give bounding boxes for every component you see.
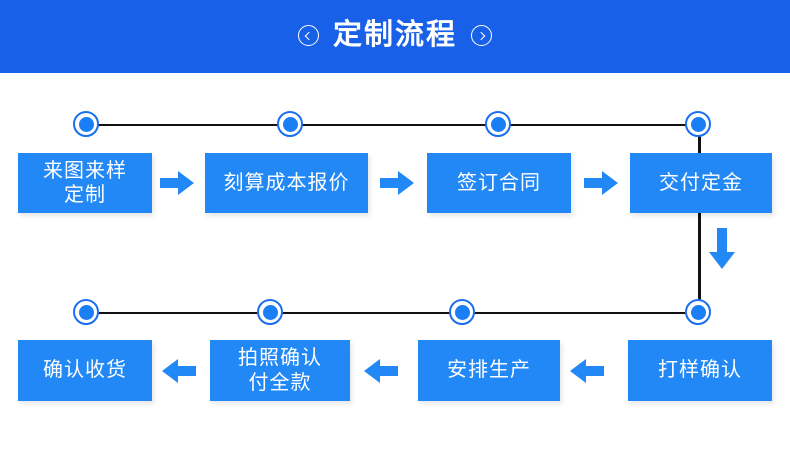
page-header: 定制流程: [0, 0, 790, 73]
arrow-right-icon-1: [160, 168, 194, 198]
step-box-8[interactable]: 确认收货: [18, 340, 152, 401]
step-box-7[interactable]: 拍照确认 付全款: [210, 340, 350, 401]
node-dot-5: [685, 299, 711, 325]
arrow-right-icon-2: [380, 168, 414, 198]
node-dot-4: [685, 111, 711, 137]
step-box-2[interactable]: 刻算成本报价: [205, 153, 368, 213]
page-title: 定制流程: [332, 19, 457, 51]
step-box-4[interactable]: 交付定金: [630, 153, 772, 213]
node-dot-1: [73, 111, 99, 137]
node-dot-7: [257, 299, 283, 325]
step-box-1[interactable]: 来图来样 定制: [18, 153, 152, 213]
step-box-6[interactable]: 安排生产: [418, 340, 560, 401]
node-dot-2: [277, 111, 303, 137]
row2-rail: [86, 312, 700, 314]
circled-chevron-left-icon: [297, 25, 319, 46]
node-dot-6: [449, 299, 475, 325]
arrow-down-icon: [708, 228, 736, 270]
row-link-rail: [698, 124, 701, 312]
arrow-left-icon-2: [364, 356, 398, 386]
arrow-left-icon-1: [570, 356, 604, 386]
header-inner: 定制流程: [297, 19, 492, 51]
step-box-5[interactable]: 打样确认: [628, 340, 772, 401]
step-box-3[interactable]: 签订合同: [427, 153, 571, 213]
row1-rail: [86, 124, 700, 126]
flow-diagram: 来图来样 定制 刻算成本报价 签订合同 交付定金 打样确认: [0, 73, 790, 472]
circled-chevron-right-icon: [471, 25, 492, 46]
arrow-right-icon-3: [584, 168, 618, 198]
node-dot-3: [485, 111, 511, 137]
node-dot-8: [73, 299, 99, 325]
arrow-left-icon-3: [162, 356, 196, 386]
